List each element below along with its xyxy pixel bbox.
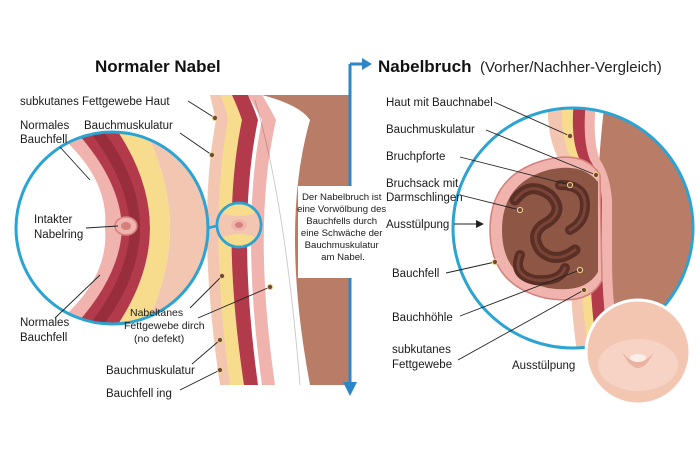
label-peritoneum-top: Normales Bauchfell (20, 120, 72, 146)
left-title: Normaler Nabel (95, 57, 221, 76)
skin-bulge-inset (584, 298, 692, 406)
label-gate: Bruchpforte (386, 151, 445, 163)
label-muscle-bottom: Bauchmuskulatur (106, 365, 195, 377)
label-fat-right: subkutanes Fettgewebe (392, 344, 454, 371)
right-subtitle: (Vorher/Nachher-Vergleich) (480, 59, 662, 76)
zoom-fat-left (110, 132, 170, 324)
label-bulge-small: Ausstülpung (512, 360, 575, 372)
label-fat-bottom: Nabeltanes Fettgewebe dirch (no defekt) (124, 307, 207, 345)
label-muscle-right: Bauchmuskulatur (386, 124, 475, 136)
arrow-down-head (343, 382, 357, 396)
label-cavity: Bauchhöhle (392, 312, 453, 324)
label-ring: Intakter Nabelring (34, 214, 83, 241)
label-sac: Bruchsack mit Darmschlingen (386, 178, 463, 204)
peritoneum-strip (248, 95, 276, 385)
label-fat-skin: subkutanes Fettgewebe Haut (20, 96, 170, 108)
label-peritoneum-ring: Bauchfell ing (106, 388, 172, 400)
label-peritoneum-right: Bauchfell (392, 268, 439, 280)
arrow-right-head (362, 58, 372, 70)
label-skin-navel: Haut mit Bauchnabel (386, 97, 493, 109)
right-title: Nabelbruch (378, 57, 472, 76)
label-bulge: Ausstülpung (386, 219, 449, 231)
left-label-group: subkutanes Fettgewebe Haut Bauchmuskulat… (20, 96, 274, 400)
zoom-muscle-left (65, 132, 150, 324)
label-peritoneum-bottom: Normales Bauchfell (20, 317, 72, 344)
note-backdrop (298, 186, 390, 278)
right-label-group: Haut mit Bauchnabel Bauchmuskulatur Bruc… (386, 97, 600, 372)
center-note: Der Nabelbruch ist eine Vorwölbung des B… (297, 192, 389, 263)
navel-zoom-marker (215, 201, 263, 249)
label-muscle-top: Bauchmuskulatur (84, 120, 173, 132)
skin-strip (206, 95, 230, 385)
